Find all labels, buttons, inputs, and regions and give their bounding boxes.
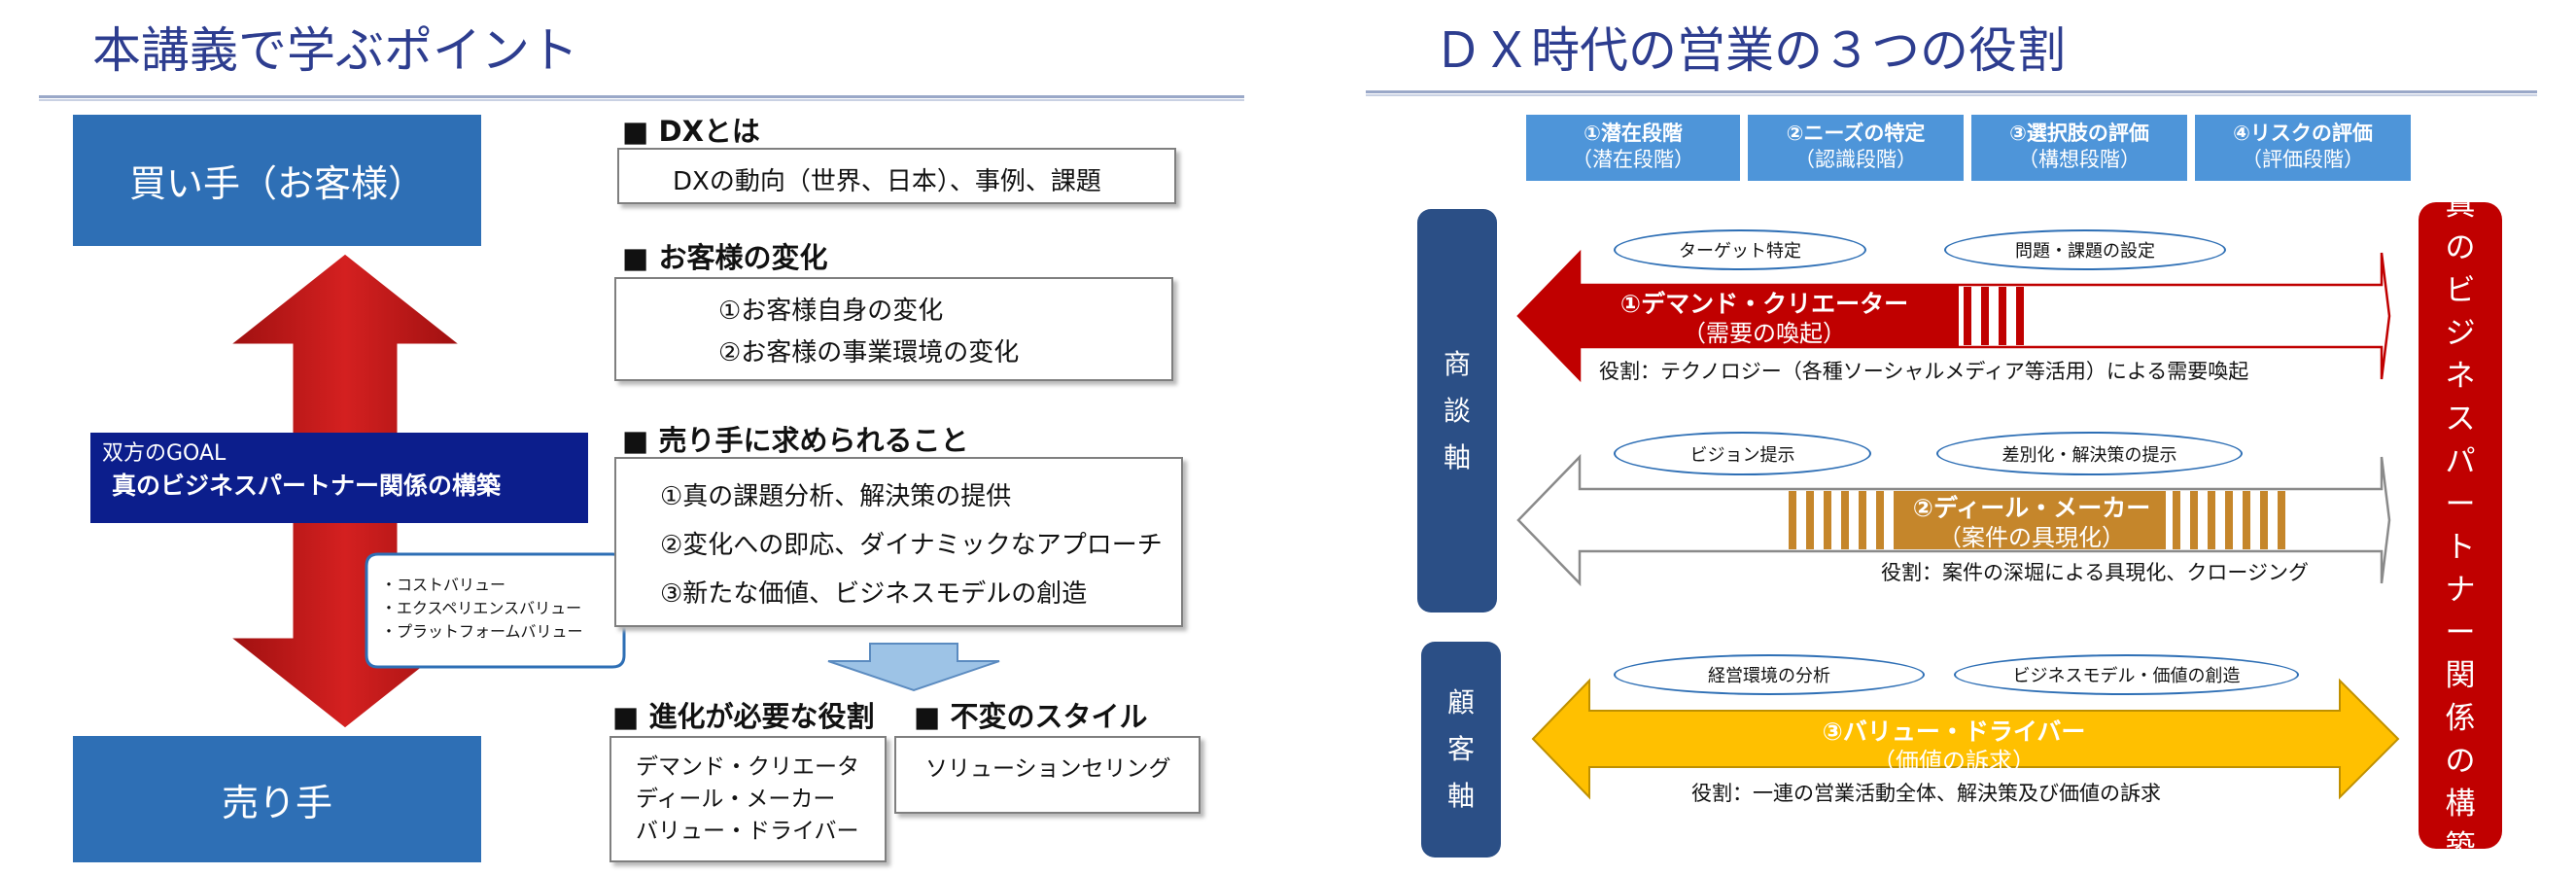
oval-label: 経営環境の分析 (1614, 654, 1925, 695)
partner-char: ジ (2445, 315, 2476, 351)
left-title: 本講義で学ぶポイント (92, 22, 578, 79)
callout-item: ・エクスペリエンスバリュー (381, 599, 582, 617)
evolve-header: ■ 進化が必要な役割 (612, 700, 875, 733)
partner-char: ー (2445, 486, 2476, 522)
customer-item: ②お客様の事業環境の変化 (718, 338, 1020, 368)
partner-char: 築 (2445, 828, 2476, 864)
oval-label: ターゲット特定 (1614, 229, 1866, 270)
axis-char: 軸 (1443, 440, 1471, 473)
callout-item: ・コストバリュー (381, 576, 506, 594)
axis-char: 談 (1443, 394, 1471, 427)
deal-arrow (1516, 453, 2391, 587)
role-sub: （価値の訴求） (1872, 748, 2036, 775)
axis-char: 商 (1443, 347, 1471, 380)
seller-header: ■ 売り手に求められること (622, 424, 969, 457)
callout-item: ・プラットフォームバリュー (381, 622, 583, 641)
axis-customer-pill: 顧 客 軸 (1421, 642, 1501, 858)
evolve-box: デマンド・クリエータ ディール・メーカー バリュー・ドライバー (609, 736, 887, 862)
oval-label: 差別化・解決策の提示 (1936, 432, 2243, 475)
style-text: ソリューションセリング (925, 756, 1171, 782)
stage-name: ①潜在段階 (1584, 122, 1683, 145)
evolve-item: デマンド・クリエータ (636, 754, 859, 780)
partner-pill: 真 の ビ ジ ネ ス パ ー ト ナ ー 関 係 の 構 築 (2419, 188, 2502, 864)
buyer-label: 買い手（お客様） (128, 162, 425, 205)
role-sub: （需要の喚起） (1683, 320, 1846, 347)
down-arrow-icon (827, 643, 1000, 692)
right-title: ＤＸ時代の営業の３つの役割 (1434, 22, 2066, 79)
customer-box: ①お客様自身の変化 ②お客様の事業環境の変化 (614, 277, 1173, 381)
role-sub: （案件の具現化） (1938, 524, 2125, 551)
right-title-rule (1366, 90, 2537, 96)
role-name: ②ディール・メーカー (1912, 494, 2151, 522)
goal-box: 双方のGOAL 真のビジネスパートナー関係の構築 (90, 433, 588, 523)
role-description: 役割：案件の深堀による具現化、クロージング (1881, 561, 2309, 584)
dx-box: DXの動向（世界、日本）、事例、課題 (617, 148, 1176, 204)
stage-sub: （構想段階） (2018, 148, 2141, 171)
value-arrow (1531, 678, 2400, 800)
partner-char: の (2445, 743, 2476, 779)
partner-char: ナ (2445, 572, 2476, 608)
evolve-item: バリュー・ドライバー (636, 819, 859, 844)
role-description: 役割：一連の営業活動全体、解決策及び価値の訴求 (1691, 782, 2161, 805)
partner-char: 真 (2445, 187, 2476, 223)
style-box: ソリューションセリング (894, 736, 1201, 814)
role-name: ③バリュー・ドライバー (1822, 718, 2086, 746)
oval-label: 問題・課題の設定 (1944, 229, 2226, 270)
seller-item: ③新たな価値、ビジネスモデルの創造 (660, 579, 1088, 609)
seller-item: ②変化への即応、ダイナミックなアプローチ (660, 531, 1163, 560)
seller-box: 売り手 (73, 736, 481, 862)
partner-char: ト (2445, 529, 2476, 565)
role-description: 役割：テクノロジー（各種ソーシャルメディア等活用）による需要喚起 (1599, 360, 2249, 383)
seller-label: 売り手 (221, 781, 332, 824)
axis-char: 顧 (1446, 686, 1475, 718)
axis-char: 客 (1446, 733, 1475, 765)
style-header: ■ 不変のスタイル (914, 700, 1148, 733)
oval-label: ビジネスモデル・価値の創造 (1954, 654, 2299, 695)
stage-box: ③選択肢の評価 （構想段階） (1971, 115, 2187, 181)
dx-text: DXの動向（世界、日本）、事例、課題 (673, 167, 1101, 196)
goal-title: 真のビジネスパートナー関係の構築 (112, 472, 502, 500)
axis-deal-pill: 商 談 軸 (1417, 209, 1497, 612)
partner-char: ー (2445, 614, 2476, 650)
stage-sub: （潜在段階） (1572, 148, 1694, 171)
partner-char: ス (2445, 401, 2476, 437)
stage-name: ④リスクの評価 (2233, 122, 2373, 145)
customer-header: ■ お客様の変化 (622, 241, 828, 274)
buyer-box: 買い手（お客様） (73, 115, 481, 246)
partner-char: の (2445, 229, 2476, 265)
role-name: ①デマンド・クリエーター (1619, 290, 1909, 318)
stage-box: ①潜在段階 （潜在段階） (1526, 115, 1740, 181)
stage-sub: （認識段階） (1794, 148, 1917, 171)
goal-caption: 双方のGOAL (102, 441, 226, 466)
left-title-rule (39, 95, 1244, 101)
stage-box: ②ニーズの特定 （認識段階） (1748, 115, 1964, 181)
dx-header: ■ DXとは (622, 115, 760, 148)
demand-arrow (1516, 249, 2391, 383)
callout-list: ・コストバリュー ・エクスペリエンスバリュー ・プラットフォームバリュー (381, 574, 583, 644)
customer-item: ①お客様自身の変化 (718, 297, 944, 326)
stage-box: ④リスクの評価 （評価段階） (2195, 115, 2411, 181)
seller-item: ①真の課題分析、解決策の提供 (660, 482, 1012, 511)
partner-char: 構 (2445, 786, 2476, 822)
partner-char: ネ (2445, 358, 2476, 394)
stage-name: ③選択肢の評価 (2009, 122, 2149, 145)
partner-char: パ (2445, 443, 2476, 479)
stage-sub: （評価段階） (2242, 148, 2364, 171)
evolve-item: ディール・メーカー (636, 787, 836, 812)
partner-char: ビ (2445, 272, 2476, 308)
oval-label: ビジョン提示 (1614, 432, 1871, 475)
axis-char: 軸 (1446, 780, 1475, 812)
seller-req-box: ①真の課題分析、解決策の提供 ②変化への即応、ダイナミックなアプローチ ③新たな… (614, 457, 1183, 627)
stage-name: ②ニーズの特定 (1786, 122, 1926, 145)
partner-char: 係 (2445, 700, 2476, 736)
partner-char: 関 (2445, 657, 2476, 693)
